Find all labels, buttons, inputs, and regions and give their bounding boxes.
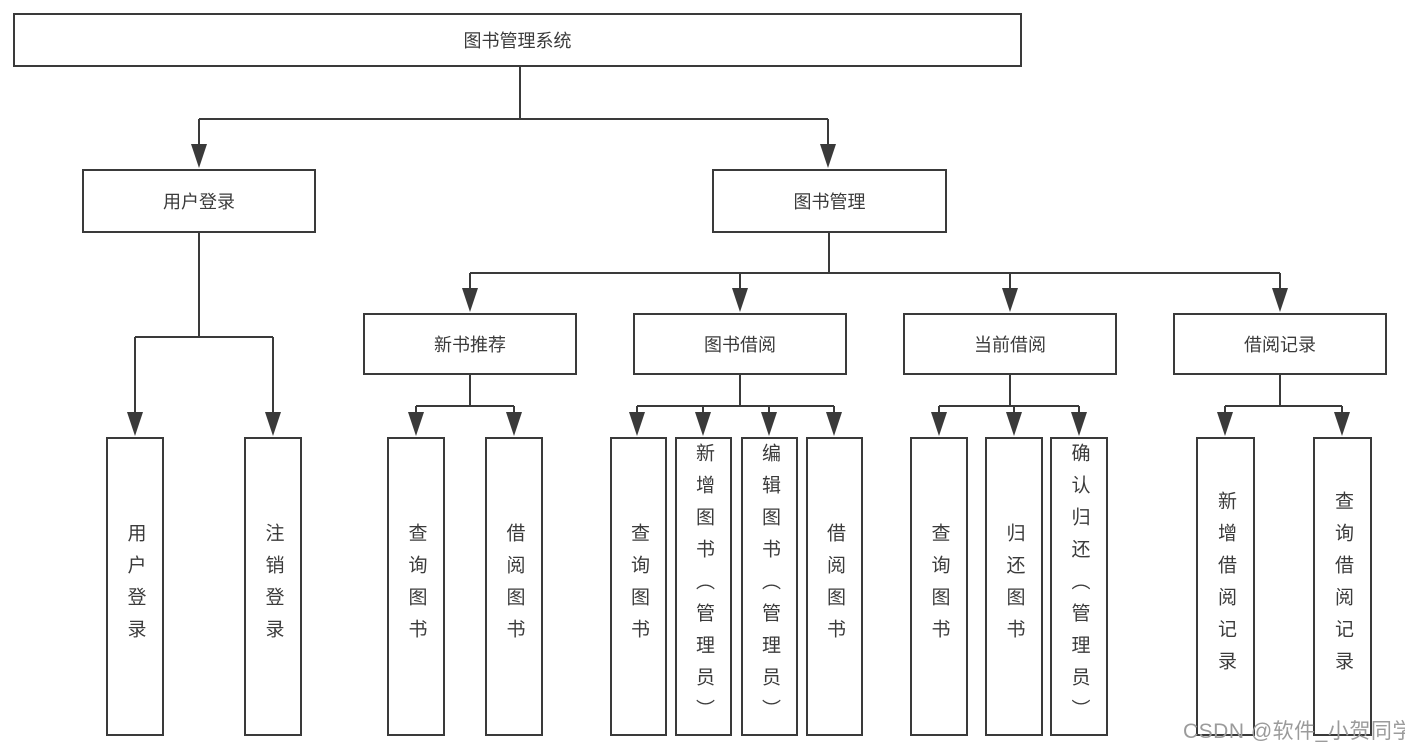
node-label: 当前借阅 [974, 335, 1046, 355]
node-label: 用户登录 [124, 522, 146, 651]
node-leaf-borrow-book: 借阅图书 [806, 437, 863, 736]
node-label: 借阅图书 [503, 522, 525, 651]
node-leaf-query-book: 查询图书 [910, 437, 968, 736]
node-current-borrowing: 当前借阅 [903, 313, 1117, 375]
node-label: 图书管理系统 [463, 31, 572, 51]
node-leaf-query-book: 查询图书 [387, 437, 445, 736]
node-label: 用户登录 [163, 192, 235, 212]
node-label: 查询图书 [405, 522, 427, 651]
node-leaf-add-borrow-record: 新增借阅记录 [1196, 437, 1255, 736]
node-label: 查询图书 [628, 522, 649, 651]
node-leaf-borrow-book: 借阅图书 [485, 437, 543, 736]
node-label: 查询图书 [928, 522, 950, 651]
node-leaf-query-borrow-record: 查询借阅记录 [1313, 437, 1372, 736]
node-label: 确认归还（管理员） [1068, 442, 1090, 731]
node-label: 注销登录 [262, 522, 284, 651]
node-label: 图书借阅 [704, 335, 776, 355]
node-new-book-recommendation: 新书推荐 [363, 313, 577, 375]
node-leaf-logout: 注销登录 [244, 437, 302, 736]
node-label: 查询借阅记录 [1332, 490, 1353, 683]
node-book-borrowing: 图书借阅 [633, 313, 847, 375]
node-label: 借阅记录 [1244, 335, 1316, 355]
node-label: 编辑图书（管理员） [759, 442, 780, 731]
node-leaf-edit-book-admin: 编辑图书（管理员） [741, 437, 798, 736]
node-leaf-query-book: 查询图书 [610, 437, 667, 736]
node-user-login: 用户登录 [82, 169, 316, 233]
node-book-management: 图书管理 [712, 169, 947, 233]
node-label: 借阅图书 [824, 522, 845, 651]
node-leaf-user-login: 用户登录 [106, 437, 164, 736]
csdn-watermark: CSDN @软件_小贺同学 [1183, 720, 1405, 743]
node-leaf-return-book: 归还图书 [985, 437, 1043, 736]
node-label: 新增图书（管理员） [693, 442, 714, 731]
node-label: 图书管理 [793, 192, 866, 212]
node-label: 新增借阅记录 [1215, 490, 1236, 683]
node-borrowing-records: 借阅记录 [1173, 313, 1387, 375]
node-leaf-add-book-admin: 新增图书（管理员） [675, 437, 732, 736]
node-label: 归还图书 [1003, 522, 1025, 651]
node-library-management-system: 图书管理系统 [13, 13, 1022, 67]
node-leaf-confirm-return-admin: 确认归还（管理员） [1050, 437, 1108, 736]
node-label: 新书推荐 [434, 335, 506, 355]
